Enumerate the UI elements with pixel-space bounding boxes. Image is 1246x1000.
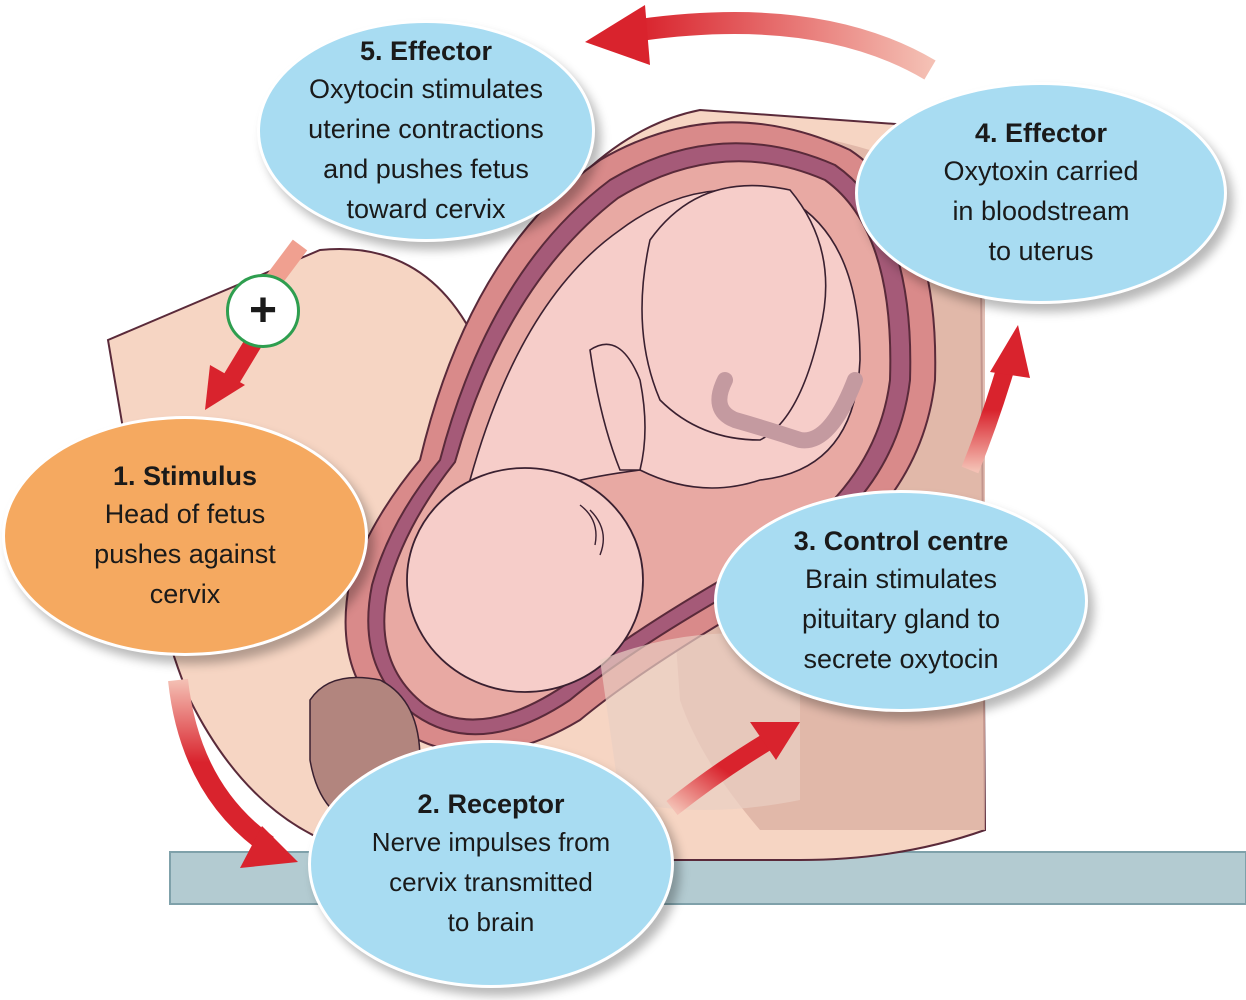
step-1-line: Head of fetus — [104, 499, 266, 529]
step-5-line: Oxytocin stimulates — [308, 74, 544, 104]
arrow-4-to-5 — [638, 12, 936, 80]
step-2-line: cervix transmitted — [389, 867, 593, 897]
step-4-line: in bloodstream — [952, 196, 1130, 226]
step-1-stimulus-bubble: 1. Stimulus Head of fetus pushes against… — [2, 416, 368, 656]
arrow-5-to-1-head — [205, 365, 245, 410]
step-3-line: Brain stimulates — [804, 564, 998, 594]
step-2-receptor-bubble: 2. Receptor Nerve impulses from cervix t… — [308, 740, 674, 988]
arrow-4-to-5-head — [585, 5, 650, 65]
fetus-arm — [589, 343, 646, 471]
step-2-line: Nerve impulses from — [371, 827, 611, 857]
step-3-control-centre-bubble: 3. Control centre Brain stimulates pitui… — [714, 490, 1088, 712]
fetus-head — [406, 467, 644, 693]
fetus-legs — [641, 184, 827, 441]
step-4-line: to uterus — [988, 236, 1094, 266]
step-2-line: to brain — [447, 907, 535, 937]
arrow-2-to-3 — [666, 732, 775, 816]
fetus-ear — [579, 504, 604, 556]
step-5-effector-bubble: 5. Effector Oxytocin stimulates uterine … — [257, 20, 595, 242]
spine-region — [600, 633, 800, 810]
step-5-line: and pushes fetus — [323, 154, 529, 184]
arrow-3-to-4-head — [990, 325, 1030, 378]
step-3-heading: 3. Control centre — [793, 526, 1009, 556]
step-3-line: pituitary gland to — [801, 604, 1001, 634]
arrow-1-to-2-head — [240, 826, 298, 868]
step-2-heading: 2. Receptor — [417, 789, 565, 819]
umbilical-cord — [711, 372, 863, 449]
step-4-effector-bubble: 4. Effector Oxytoxin carried in bloodstr… — [855, 82, 1227, 304]
step-3-line: secrete oxytocin — [803, 644, 999, 674]
step-1-line: cervix — [149, 579, 221, 609]
step-4-heading: 4. Effector — [974, 118, 1108, 148]
arrow-2-to-3-head — [750, 722, 800, 760]
positive-feedback-sign: + — [226, 274, 300, 348]
arrow-1-to-2 — [168, 678, 274, 854]
step-5-line: uterine contractions — [308, 114, 544, 144]
step-1-heading: 1. Stimulus — [112, 461, 258, 491]
step-5-heading: 5. Effector — [359, 36, 493, 66]
step-4-line: Oxytoxin carried — [943, 156, 1139, 186]
step-1-line: pushes against — [94, 539, 276, 569]
step-5-line: toward cervix — [346, 194, 506, 224]
arrow-3-to-4 — [961, 367, 1014, 474]
plus-icon: + — [248, 284, 278, 337]
